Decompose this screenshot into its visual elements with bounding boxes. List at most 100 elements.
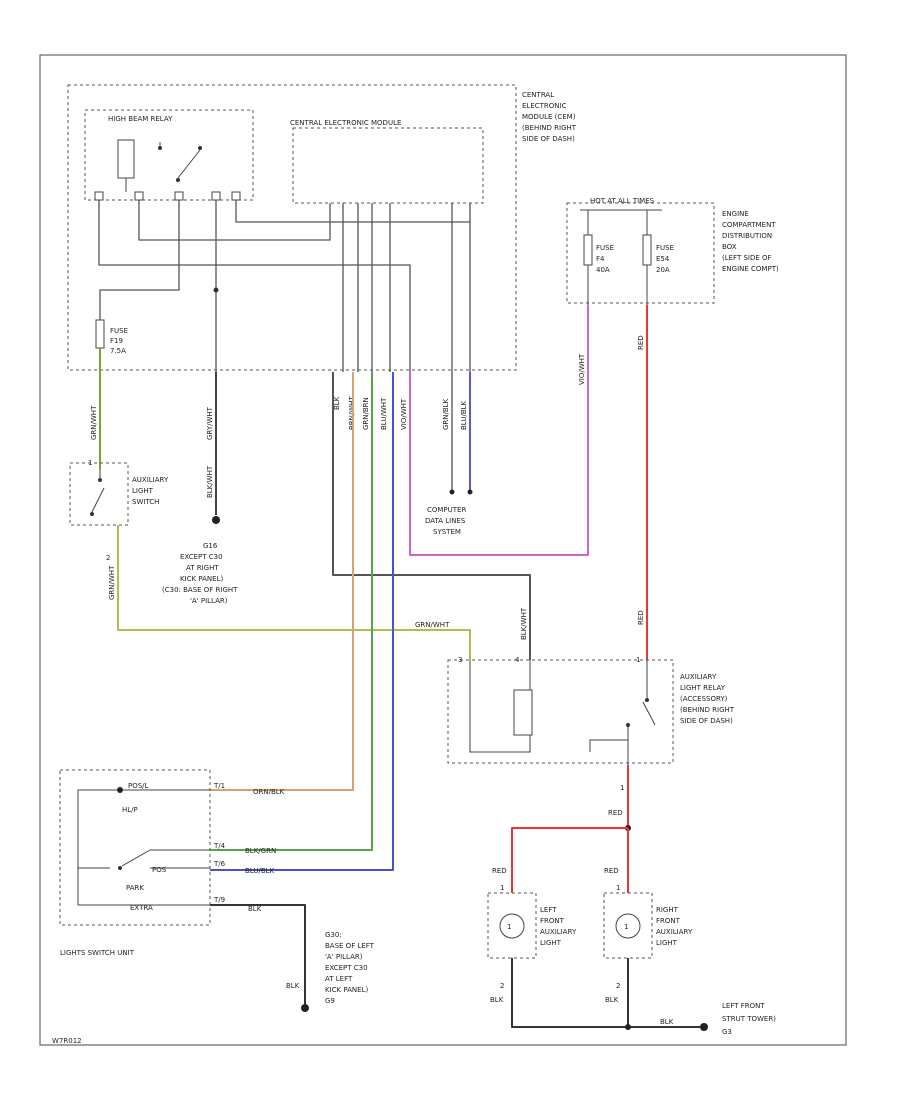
svg-text:F4: F4 [596,255,605,263]
svg-text:7.5A: 7.5A [110,347,126,355]
svg-text:40A: 40A [596,266,610,274]
svg-text:COMPARTMENT: COMPARTMENT [722,221,776,229]
svg-text:VIO/WHT: VIO/WHT [400,398,408,430]
svg-text:1: 1 [507,923,511,931]
aux-light-relay-box [447,659,674,764]
svg-text:BOX: BOX [722,243,737,251]
fuse-b: FUSE E54 20A [642,210,674,305]
wire-blk-lights-switch-ground [210,904,306,1005]
cem-label: CENTRAL ELECTRONIC MODULE (CEM) (BEHIND … [522,91,577,143]
svg-text:LIGHT RELAY: LIGHT RELAY [680,684,726,692]
right-lamp-label: RIGHT FRONT AUXILIARY LIGHT [656,906,693,947]
diagram-frame [39,54,847,1046]
lights-switch-unit-box [59,769,211,926]
svg-text:SWITCH: SWITCH [132,498,159,506]
hlp-label: HL/P [122,806,138,814]
svg-text:3: 3 [458,656,462,664]
svg-text:1: 1 [620,784,624,792]
svg-text:STRUT TOWER): STRUT TOWER) [722,1015,776,1023]
relay-coil [117,139,135,179]
wire-label-red-junction: RED [608,809,623,817]
cem-module-label: CENTRAL ELECTRONIC MODULE [290,119,401,127]
svg-text:DATA LINES: DATA LINES [425,517,466,525]
wire-blk-left-lamp [511,958,628,1028]
fuse-a: FUSE F4 40A [583,210,614,305]
svg-text:(ACCESSORY): (ACCESSORY) [680,695,728,703]
wire-label-blk-g2: BLK [286,982,300,990]
wire-blue [210,372,394,871]
svg-text:FUSE: FUSE [656,244,674,252]
high-beam-relay-label: HIGH BEAM RELAY [108,115,173,123]
ground-g9-label: G30: BASE OF LEFT 'A' PILLAR) EXCEPT C30… [325,931,375,1005]
lights-switch-unit-label: LIGHTS SWITCH UNIT [60,949,135,957]
svg-text:2: 2 [500,982,504,990]
cem-junction [213,287,219,293]
svg-text:EXCEPT C30: EXCEPT C30 [325,964,368,972]
svg-text:T/9: T/9 [213,896,225,904]
svg-text:BASE OF LEFT: BASE OF LEFT [325,942,375,950]
aux-light-switch-box [69,462,129,526]
svg-text:CENTRAL: CENTRAL [522,91,554,99]
ground-g9-dot [301,1004,309,1012]
aux-light-switch-label: AUXILIARY LIGHT SWITCH [132,476,169,506]
svg-text:AUXILIARY: AUXILIARY [132,476,169,484]
wire-cem-blk-to-relay [332,372,531,660]
lights-switch-pins: T/1 T/4 T/6 T/9 [213,782,226,904]
wire-label-red-right: RED [604,867,619,875]
aux-switch-pin-1: 1 [88,459,92,467]
svg-text:AT RIGHT: AT RIGHT [186,564,219,572]
svg-text:(LEFT SIDE OF: (LEFT SIDE OF [722,254,772,262]
svg-text:AUXILIARY: AUXILIARY [680,673,717,681]
wire-label-orn: ORN/BLK [253,788,285,796]
svg-text:T/6: T/6 [213,860,226,868]
svg-text:SIDE OF DASH): SIDE OF DASH) [680,717,733,725]
cem-internal-wiring [98,200,471,372]
svg-text:ENGINE COMPT): ENGINE COMPT) [722,265,779,273]
pos-hlp-label: POS/L [128,782,149,790]
svg-text:G16: G16 [203,542,218,550]
wire-label-red-left: RED [492,867,507,875]
wire-label-blk-ground: BLK [660,1018,674,1026]
svg-text:(BEHIND RIGHT: (BEHIND RIGHT [680,706,735,714]
svg-text:BLU/WHT: BLU/WHT [380,397,388,430]
relay-contact-a [158,146,162,150]
wire-label-red-1: RED [637,335,645,350]
svg-text:(C30: BASE OF RIGHT: (C30: BASE OF RIGHT [162,586,238,594]
svg-text:LEFT: LEFT [540,906,557,914]
ground-g3-label: LEFT FRONT STRUT TOWER) G3 [722,1002,776,1036]
aux-relay-desc: AUXILIARY LIGHT RELAY (ACCESSORY) (BEHIN… [680,673,735,725]
svg-text:E54: E54 [656,255,670,263]
distribution-box-label: ENGINE COMPARTMENT DISTRIBUTION BOX (LEF… [722,210,779,273]
svg-text:2: 2 [616,982,620,990]
svg-text:SIDE OF DASH): SIDE OF DASH) [522,135,575,143]
svg-text:ENGINE: ENGINE [722,210,749,218]
wire-label-ls-blue: BLU/BLK [245,867,275,875]
wire-label-red-2: RED [637,610,645,625]
svg-text:KICK PANEL): KICK PANEL) [325,986,368,994]
wire-label-grnwht-vert: GRN/WHT [108,565,116,600]
svg-text:BLU/BLK: BLU/BLK [460,400,468,430]
svg-text:1: 1 [624,923,628,931]
svg-text:GRN/BLK: GRN/BLK [442,398,450,430]
distribution-box [566,202,715,304]
svg-text:FRONT: FRONT [656,917,681,925]
svg-text:AUXILIARY: AUXILIARY [540,928,577,936]
wire-tan [210,372,354,791]
relay-terminals [94,191,241,201]
wire-label-ls-blk: BLK [248,905,262,913]
svg-text:T/1: T/1 [213,782,225,790]
svg-text:RIGHT: RIGHT [656,906,679,914]
wire-aux-switch-to-relay [117,525,471,660]
svg-text:G9: G9 [325,997,335,1005]
hot-at-all-times-label: HOT AT ALL TIMES [590,197,655,205]
wire-label-grwh: GRN/WHT [90,405,98,440]
svg-text:F19: F19 [110,337,123,345]
pos-label: POS [152,866,167,874]
wire-label-vio: VIO/WHT [578,353,586,385]
svg-text:ELECTRONIC: ELECTRONIC [522,102,567,110]
wire-label-blk-right: BLK [605,996,619,1004]
svg-text:DISTRIBUTION: DISTRIBUTION [722,232,772,240]
svg-text:SYSTEM: SYSTEM [433,528,461,536]
svg-text:FUSE: FUSE [110,327,128,335]
